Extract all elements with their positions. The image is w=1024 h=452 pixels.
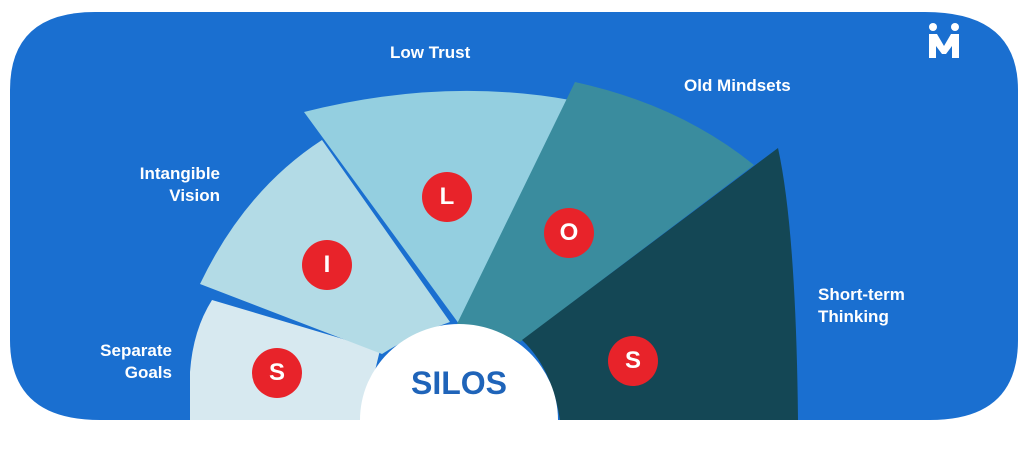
- letter-circle-s-last: S: [608, 336, 658, 386]
- label-separate-goals: Separate Goals: [100, 341, 172, 382]
- brand-logo-icon: [929, 23, 959, 58]
- letter-circle-o: O: [544, 208, 594, 258]
- letter-circle-l: L: [422, 172, 472, 222]
- center-label: SILOS: [410, 365, 507, 401]
- letter-circle-s-first: S: [252, 348, 302, 398]
- label-intangible-vision: Intangible Vision: [139, 164, 220, 205]
- label-short-term-thinking: Short-term Thinking: [818, 285, 905, 326]
- label-old-mindsets: Old Mindsets: [684, 76, 791, 95]
- label-low-trust: Low Trust: [390, 43, 471, 62]
- center-semicircle: [360, 324, 558, 420]
- segment-old-mindsets: [455, 82, 754, 342]
- segment-short-term-thinking: [522, 148, 798, 420]
- letter-circle-i: I: [302, 240, 352, 290]
- bottom-strip: [0, 420, 1024, 452]
